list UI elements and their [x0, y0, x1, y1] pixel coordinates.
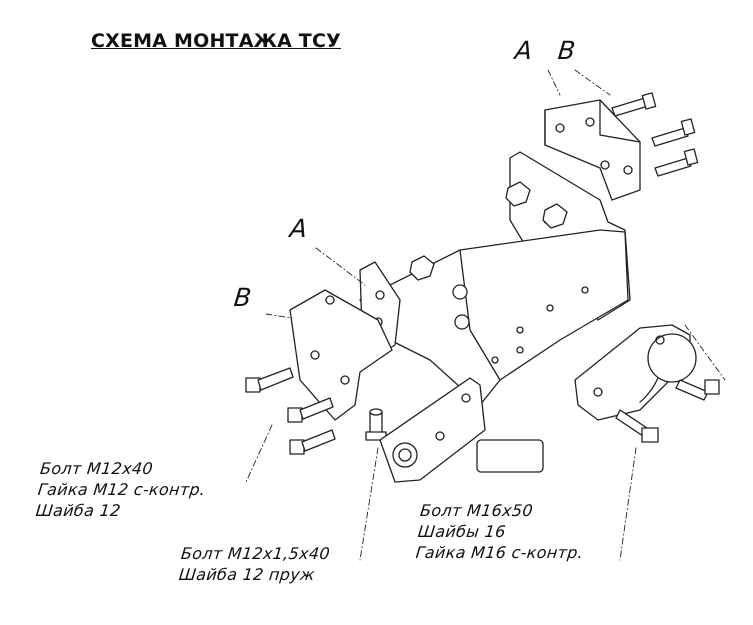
note-middle-line: Болт М12х1,5х40	[180, 544, 331, 563]
note-right-line: Шайбы 16	[417, 522, 507, 541]
top-bolts	[611, 92, 699, 177]
tow-ball-assembly	[574, 324, 697, 421]
mounting-flange	[379, 377, 486, 483]
note-left-line: Гайка М12 с-контр.	[37, 480, 207, 499]
top-mounting-bracket	[544, 99, 641, 201]
label-a-top: A	[513, 36, 534, 65]
note-right-line: Гайка М16 с-контр.	[414, 543, 585, 562]
tow-ball-bolts	[615, 379, 720, 443]
note-middle: Болт М12х1,5х40 Шайба 12 пруж	[178, 543, 331, 585]
vertical-bolt	[365, 408, 387, 441]
label-b-top: B	[556, 36, 577, 65]
note-middle-line: Шайба 12 пруж	[177, 565, 316, 584]
note-left-line: Болт М12х40	[39, 459, 154, 478]
left-mounting-bracket	[289, 289, 393, 421]
label-b-left: B	[232, 283, 253, 312]
label-box	[476, 439, 544, 473]
diagram-title: СХЕМА МОНТАЖА ТСУ	[91, 30, 341, 52]
left-bolts	[245, 367, 336, 455]
note-left: Болт М12х40 Гайка М12 с-контр. Шайба 12	[35, 458, 209, 521]
note-left-line: Шайба 12	[34, 501, 122, 520]
label-a-mid: A	[288, 214, 309, 243]
note-right: Болт М16х50 Шайбы 16 Гайка М16 с-контр.	[415, 500, 589, 563]
beam-washers	[409, 255, 470, 330]
note-right-line: Болт М16х50	[419, 501, 534, 520]
leader-lines	[245, 69, 726, 561]
